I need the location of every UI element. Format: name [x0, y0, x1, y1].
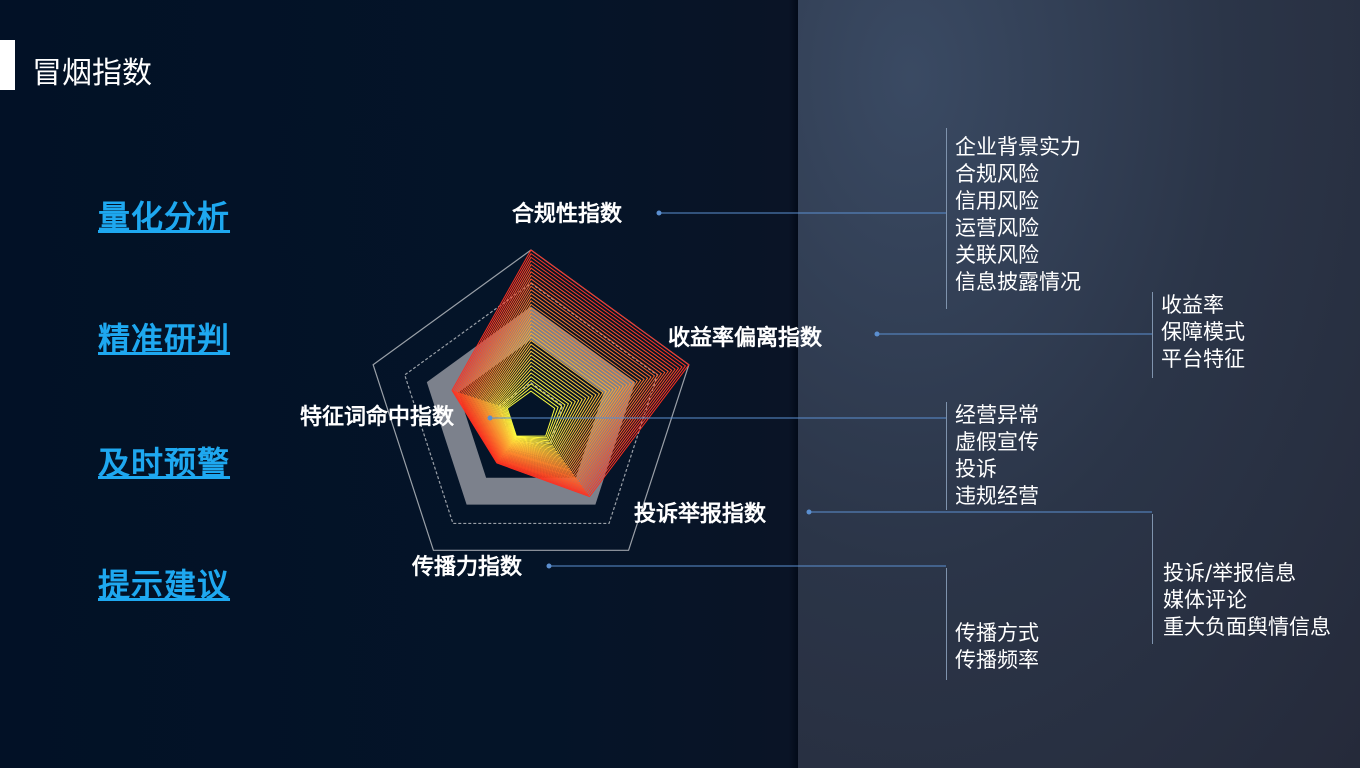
radar-series-line — [495, 361, 583, 450]
radar-series-line — [476, 314, 628, 470]
leader-dot — [806, 509, 812, 515]
detail-item: 虚假宣传 — [955, 430, 1039, 454]
leader-dot — [656, 210, 662, 216]
radar-series-line — [471, 299, 642, 476]
detail-item: 企业背景实力 — [955, 135, 1081, 159]
radar-series-line — [464, 281, 659, 484]
radar-series-line — [503, 383, 563, 440]
right-panel — [798, 0, 1360, 768]
detail-item: 信息披露情况 — [955, 270, 1081, 294]
detail-item: 重大负面舆情信息 — [1163, 615, 1331, 639]
radar-series-line — [506, 390, 556, 437]
detail-list-compliance: 企业背景实力 合规风险 信用风险 运营风险 关联风险 信息披露情况 — [946, 128, 1081, 309]
radar-series-line — [481, 325, 618, 465]
leader-dot — [546, 563, 552, 569]
page-title: 冒烟指数 — [32, 56, 152, 91]
title-accent-bar — [0, 40, 15, 90]
radar-series-line — [454, 256, 683, 495]
leader-dot — [874, 331, 880, 337]
radar-series-line — [475, 310, 632, 471]
radar-series-line — [502, 379, 566, 442]
detail-item: 投诉 — [955, 457, 997, 481]
radar-series-line — [458, 267, 673, 490]
detail-list-keyword: 经营异常 虚假宣传 投诉 违规经营 — [946, 402, 1039, 510]
radar-series-line — [482, 328, 614, 464]
detail-item: 保障模式 — [1161, 320, 1245, 344]
radar-series-line — [455, 260, 680, 493]
radar-series-line — [452, 252, 687, 496]
radar-series-line — [462, 278, 663, 485]
radar-series-line — [461, 274, 666, 487]
radar-series-line — [469, 296, 645, 478]
detail-item: 传播频率 — [955, 648, 1039, 672]
leader-dot — [487, 415, 493, 421]
radar-series-line — [491, 350, 594, 454]
side-item-quantify[interactable]: 量化分析 — [98, 198, 231, 236]
radar-series-line — [472, 303, 638, 474]
detail-list-complaint: 投诉/举报信息 媒体评论 重大负面舆情信息 — [1152, 514, 1331, 644]
radar-series-line — [496, 365, 580, 448]
detail-item: 传播方式 — [955, 621, 1039, 645]
radar-series-line — [493, 357, 587, 451]
radar-series-line — [498, 368, 576, 446]
side-item-judge[interactable]: 精准研判 — [98, 320, 231, 358]
side-item-warn[interactable]: 及时预警 — [98, 444, 231, 482]
radar-series-line — [465, 285, 656, 482]
radar-series-line — [479, 321, 621, 467]
detail-item: 关联风险 — [955, 243, 1039, 267]
axis-label-compliance: 合规性指数 — [512, 202, 623, 227]
radar-series-line — [457, 263, 676, 491]
radar-series-line — [489, 346, 597, 456]
axis-label-yield-deviation: 收益率偏离指数 — [668, 326, 823, 351]
radar-series-line — [467, 289, 652, 481]
detail-item: 信用风险 — [955, 189, 1039, 213]
radar-series-line — [499, 372, 573, 445]
detail-item: 平台特征 — [1161, 347, 1245, 371]
radar-series-line — [485, 336, 607, 460]
radar-series-line — [474, 307, 635, 473]
detail-item: 投诉/举报信息 — [1163, 561, 1297, 585]
radar-series-line — [451, 249, 690, 498]
detail-list-spread: 传播方式 传播频率 — [946, 568, 1039, 680]
radar-series-line — [505, 386, 559, 439]
detail-item: 合规风险 — [955, 162, 1039, 186]
radar-series-line — [468, 292, 649, 479]
radar-series-line — [488, 343, 601, 457]
detail-item: 违规经营 — [955, 484, 1039, 508]
side-item-suggest[interactable]: 提示建议 — [98, 566, 231, 604]
radar-series-line — [486, 339, 604, 459]
axis-label-spread: 传播力指数 — [412, 555, 523, 580]
detail-item: 媒体评论 — [1163, 588, 1247, 612]
detail-item: 运营风险 — [955, 216, 1039, 240]
axis-label-keyword: 特征词命中指数 — [300, 405, 455, 430]
detail-list-yield: 收益率 保障模式 平台特征 — [1152, 292, 1245, 378]
radar-series-line — [492, 354, 590, 453]
radar-series-line — [459, 270, 669, 488]
axis-label-complaint: 投诉举报指数 — [634, 502, 767, 527]
radar-series-line — [484, 332, 611, 462]
detail-item: 经营异常 — [955, 403, 1039, 427]
radar-series-line — [478, 318, 625, 468]
detail-item: 收益率 — [1161, 293, 1224, 317]
radar-grid-ring — [403, 282, 659, 525]
radar-series-line — [501, 375, 570, 443]
